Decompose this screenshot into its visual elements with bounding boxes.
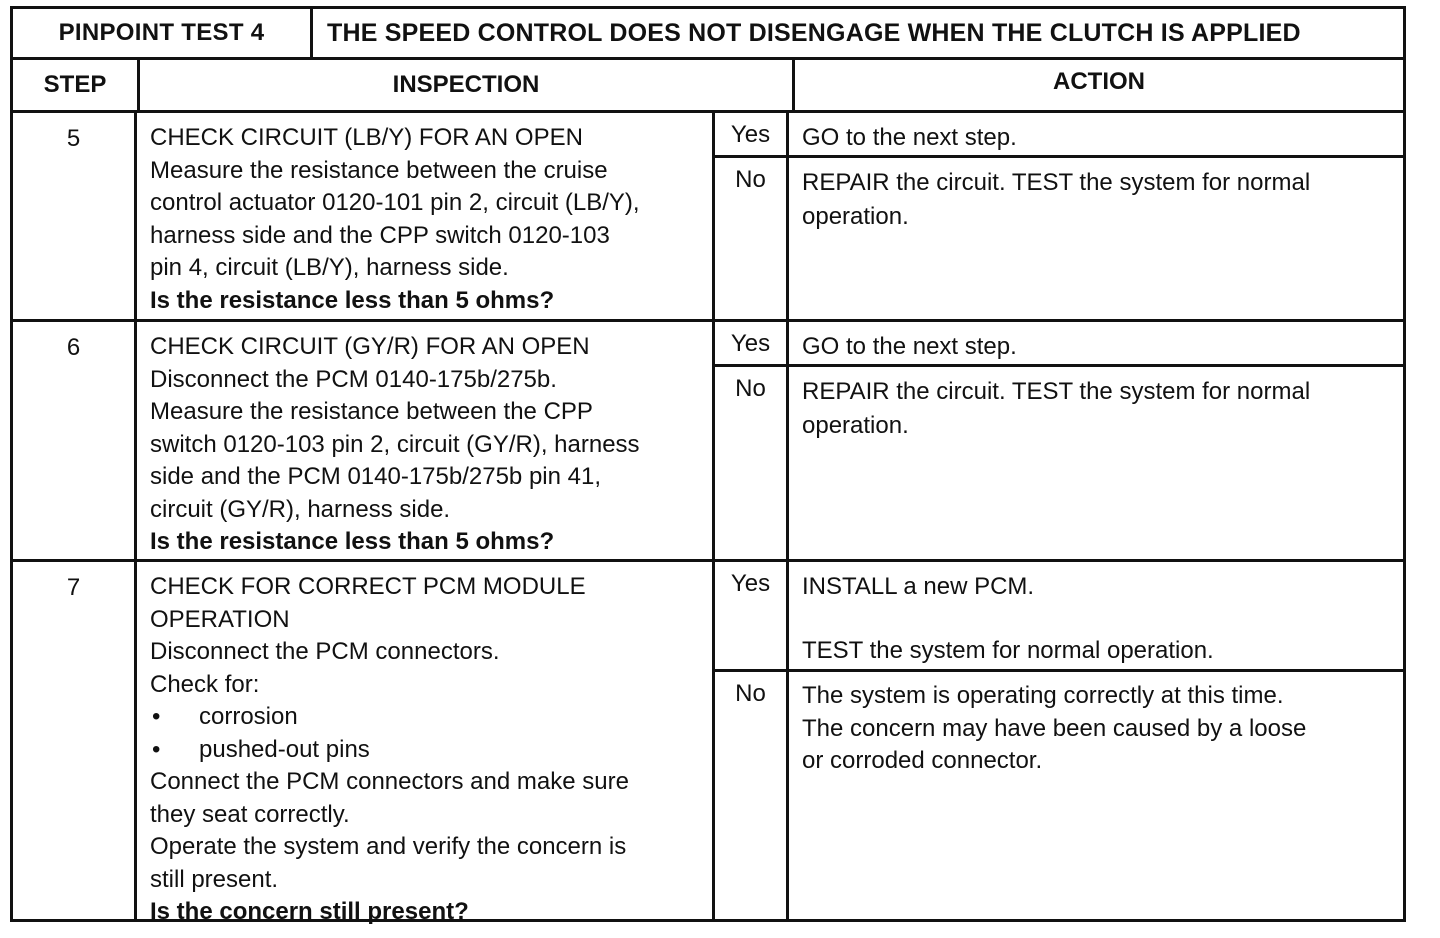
- column-header-step: STEP: [13, 60, 140, 110]
- inspection-line: Disconnect the PCM 0140-175b/275b.: [150, 365, 557, 393]
- step-number: 5: [13, 113, 137, 319]
- column-header-action: ACTION: [1053, 68, 1145, 95]
- answer-label-no: No: [715, 158, 789, 319]
- answer-text: GO to the next step.: [789, 113, 1403, 155]
- answer-label-yes: Yes: [715, 113, 789, 155]
- table-row-step-5: 5 CHECK CIRCUIT (LB/Y) FOR AN OPEN Measu…: [13, 113, 1403, 322]
- test-title: THE SPEED CONTROL DOES NOT DISENGAGE WHE…: [327, 18, 1301, 47]
- answer-text: GO to the next step.: [789, 322, 1403, 364]
- inspection-line: Measure the resistance between the CPP: [150, 398, 593, 425]
- answer-label-yes: Yes: [715, 562, 789, 669]
- answer-text: INSTALL a new PCM. TEST the system for n…: [789, 562, 1403, 669]
- answer-yes: Yes GO to the next step.: [715, 113, 1403, 158]
- inspection-line: they seat correctly.: [150, 800, 350, 828]
- answer-line: operation.: [802, 412, 909, 439]
- answer-line: or corroded connector.: [802, 747, 1043, 774]
- bullet-text: pushed-out pins: [199, 735, 370, 763]
- bullet-text: corrosion: [199, 703, 298, 730]
- answer-no: No The system is operating correctly at …: [715, 672, 1403, 919]
- answer-line: GO to the next step.: [802, 124, 1017, 151]
- answer-yes: Yes GO to the next step.: [715, 322, 1403, 367]
- inspection-line: Check for:: [150, 670, 260, 698]
- answer-line: REPAIR the circuit. TEST the system for …: [802, 378, 1311, 405]
- answer-line: GO to the next step.: [802, 333, 1017, 360]
- answer-text: The system is operating correctly at thi…: [789, 672, 1403, 919]
- answer-line: The system is operating correctly at thi…: [802, 682, 1284, 709]
- inspection-heading: OPERATION: [150, 605, 290, 633]
- answer-text: REPAIR the circuit. TEST the system for …: [789, 367, 1403, 559]
- inspection-heading: CHECK CIRCUIT (LB/Y) FOR AN OPEN: [150, 124, 583, 151]
- answer-line: REPAIR the circuit. TEST the system for …: [802, 169, 1311, 196]
- inspection-heading: CHECK FOR CORRECT PCM MODULE: [150, 573, 586, 600]
- bullet-icon: •: [152, 703, 161, 730]
- inspection-line: Measure the resistance between the cruis…: [150, 156, 608, 184]
- answer-label-yes: Yes: [715, 322, 789, 364]
- inspection-question: Is the resistance less than 5 ohms?: [150, 286, 555, 314]
- inspection-line: still present.: [150, 865, 279, 893]
- inspection-line: pin 4, circuit (LB/Y), harness side.: [150, 254, 509, 281]
- title-row: PINPOINT TEST 4 THE SPEED CONTROL DOES N…: [13, 9, 1403, 60]
- bullet-item: • corrosion: [150, 701, 712, 734]
- answer-line: TEST the system for normal operation.: [802, 637, 1214, 664]
- answer-line: operation.: [802, 203, 909, 230]
- action-cell: Yes INSTALL a new PCM. TEST the system f…: [715, 562, 1403, 919]
- inspection-cell: CHECK CIRCUIT (GY/R) FOR AN OPEN Disconn…: [137, 322, 715, 559]
- answer-label-no: No: [715, 672, 789, 919]
- answer-no: No REPAIR the circuit. TEST the system f…: [715, 367, 1403, 559]
- answer-text: REPAIR the circuit. TEST the system for …: [789, 158, 1403, 319]
- pinpoint-test-table: PINPOINT TEST 4 THE SPEED CONTROL DOES N…: [10, 6, 1406, 925]
- table-row-step-6: 6 CHECK CIRCUIT (GY/R) FOR AN OPEN Disco…: [13, 322, 1403, 562]
- inspection-question: Is the concern still present?: [150, 898, 469, 925]
- table-row-step-7: 7 CHECK FOR CORRECT PCM MODULE OPERATION…: [13, 562, 1403, 925]
- action-cell: Yes GO to the next step. No REPAIR the c…: [715, 113, 1403, 319]
- inspection-heading: CHECK CIRCUIT (GY/R) FOR AN OPEN: [150, 333, 590, 360]
- action-cell: Yes GO to the next step. No REPAIR the c…: [715, 322, 1403, 559]
- inspection-question: Is the resistance less than 5 ohms?: [150, 528, 555, 555]
- inspection-line: Operate the system and verify the concer…: [150, 833, 627, 860]
- step-number: 6: [13, 322, 137, 559]
- inspection-line: side and the PCM 0140-175b/275b pin 41,: [150, 463, 601, 490]
- answer-no: No REPAIR the circuit. TEST the system f…: [715, 158, 1403, 319]
- answer-line: The concern may have been caused by a lo…: [802, 714, 1307, 742]
- inspection-cell: CHECK CIRCUIT (LB/Y) FOR AN OPEN Measure…: [137, 113, 715, 319]
- column-header-inspection: INSPECTION: [140, 60, 795, 110]
- spacer: [802, 604, 1393, 634]
- bullet-item: • pushed-out pins: [150, 734, 712, 767]
- inspection-line: Disconnect the PCM connectors.: [150, 638, 500, 665]
- inspection-line: Connect the PCM connectors and make sure: [150, 768, 629, 795]
- answer-label-no: No: [715, 367, 789, 559]
- inspection-line: switch 0120-103 pin 2, circuit (GY/R), h…: [150, 430, 640, 458]
- inspection-line: harness side and the CPP switch 0120-103: [150, 221, 610, 249]
- inspection-cell: CHECK FOR CORRECT PCM MODULE OPERATION D…: [137, 562, 715, 925]
- bullet-icon: •: [152, 735, 161, 763]
- inspection-line: control actuator 0120-101 pin 2, circuit…: [150, 189, 640, 216]
- inspection-line: circuit (GY/R), harness side.: [150, 495, 451, 523]
- step-number: 7: [13, 562, 137, 919]
- test-label: PINPOINT TEST 4: [13, 9, 313, 57]
- answer-line: INSTALL a new PCM.: [802, 573, 1035, 600]
- column-header-row: STEP INSPECTION ACTION: [13, 60, 1403, 113]
- answer-yes: Yes INSTALL a new PCM. TEST the system f…: [715, 562, 1403, 672]
